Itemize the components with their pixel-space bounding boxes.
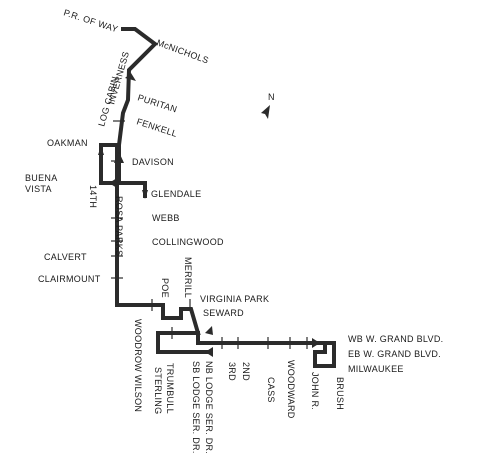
- direction-arrow: [125, 73, 136, 81]
- label-eb-grand-blvd: EB W. GRAND BLVD.: [348, 349, 441, 359]
- direction-arrow: [109, 178, 117, 188]
- label-glendale: GLENDALE: [151, 189, 201, 199]
- label-14th: 14TH: [88, 185, 98, 208]
- label-webb: WEBB: [152, 213, 180, 223]
- label-nb-lodge-ser-dr: NB LODGE SER. DR.: [204, 361, 214, 454]
- direction-arrow: [98, 146, 104, 155]
- label-brush: BRUSH: [335, 377, 345, 410]
- label-sterling: STERLING: [153, 367, 163, 414]
- label-collingwood: COLLINGWOOD: [152, 237, 224, 247]
- direction-arrow: [142, 190, 148, 199]
- direction-arrow: [205, 347, 213, 357]
- label-cass: CASS: [266, 377, 276, 403]
- label-john-r: JOHN R.: [310, 372, 320, 410]
- label-2nd: 2ND: [241, 362, 251, 381]
- label-rosa-parks: ROSA PARKS: [114, 196, 124, 256]
- label-3rd: 3RD: [227, 362, 237, 381]
- label-trumbull: TRUMBULL: [165, 363, 175, 414]
- direction-arrow: [114, 152, 124, 163]
- label-buena: BUENA: [25, 173, 58, 183]
- direction-arrow: [312, 338, 320, 348]
- label-puritan: PURITAN: [136, 92, 178, 114]
- label-seward: SEWARD: [203, 308, 244, 318]
- label-poe: POE: [160, 278, 170, 298]
- label-wb-grand-blvd: WB W. GRAND BLVD.: [348, 334, 443, 344]
- north-label: N: [268, 92, 275, 102]
- direction-arrow: [205, 326, 213, 335]
- label-merrill: MERRILL: [183, 257, 193, 298]
- label-woodrow-wilson: WOODROW WILSON: [133, 319, 143, 412]
- label-mcnichols: McNICHOLS: [155, 37, 210, 65]
- label-pr-of-way: P.R. OF WAY: [62, 7, 119, 34]
- label-virginia-park: VIRGINIA PARK: [200, 294, 269, 304]
- label-sb-lodge-ser-dr: SB LODGE SER. DR.: [191, 361, 201, 454]
- north-arrow-icon: N: [261, 92, 275, 119]
- label-davison: DAVISON: [132, 157, 174, 167]
- route-line: [99, 27, 336, 368]
- label-vista: VISTA: [25, 184, 52, 194]
- label-fenkell: FENKELL: [135, 116, 178, 139]
- label-milwaukee: MILWAUKEE: [348, 364, 404, 374]
- label-woodward: WOODWARD: [286, 360, 296, 419]
- label-clairmount: CLAIRMOUNT: [38, 274, 101, 284]
- label-oakman: OAKMAN: [47, 138, 88, 148]
- label-calvert: CALVERT: [44, 252, 87, 262]
